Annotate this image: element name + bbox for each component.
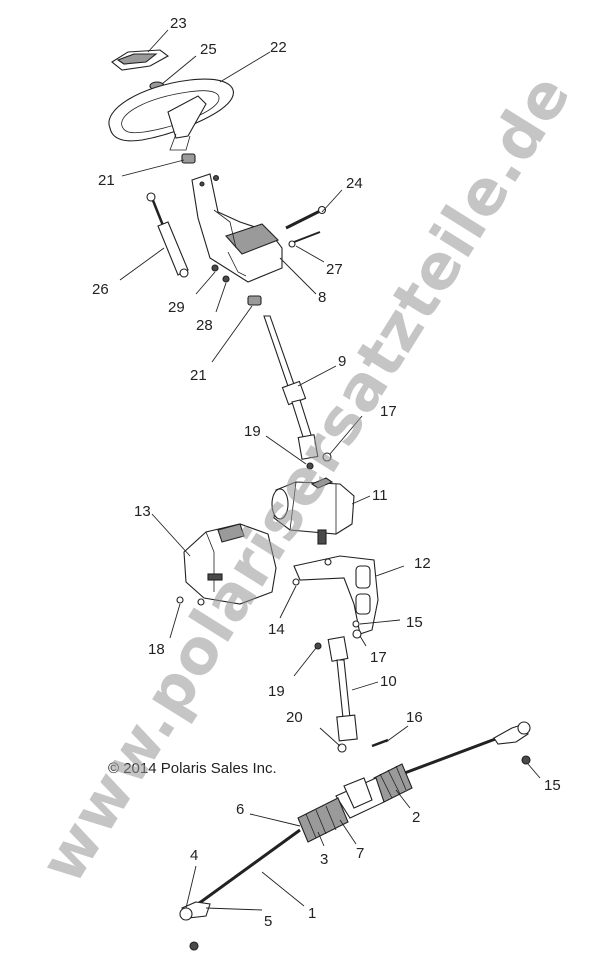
callout-4: 4: [190, 847, 198, 864]
callouts: 23 25 22 21 24 26 27 29 28 8 21 9 17 19 …: [92, 15, 561, 930]
copyright-notice: © 2014 Polaris Sales Inc.: [108, 760, 277, 777]
callout-19-upper: 19: [244, 423, 261, 440]
callout-26: 26: [92, 281, 109, 298]
part-27-bolt: [293, 231, 321, 243]
callout-24: 24: [346, 175, 363, 192]
callout-8: 8: [318, 289, 326, 306]
part-19-bolt-lower: [314, 642, 322, 650]
callout-20: 20: [286, 709, 303, 726]
part-15-bolt-left: [292, 578, 300, 586]
callout-29: 29: [168, 299, 185, 316]
part-17-nut-lower: [352, 629, 362, 639]
callout-10: 10: [380, 673, 397, 690]
callout-17-upper: 17: [380, 403, 397, 420]
callout-25: 25: [200, 41, 217, 58]
part-29-nut: [211, 264, 219, 272]
part-17-nut-upper: [322, 452, 332, 462]
part-10-lower-shaft: [327, 636, 358, 742]
callout-13: 13: [134, 503, 151, 520]
small-screw-2: [197, 598, 205, 606]
callout-23: 23: [170, 15, 187, 32]
part-8-column-bracket: [191, 173, 283, 283]
part-15-bolt-mid: [324, 558, 332, 566]
callout-17-lower: 17: [370, 649, 387, 666]
part-9-upper-shaft: [263, 315, 319, 460]
part-15-bolt-right: [352, 620, 360, 628]
part-16-bolt: [371, 738, 389, 748]
part-21-bushing-lower: [247, 295, 262, 306]
part-22-steering-wheel: [108, 78, 234, 151]
callout-28: 28: [196, 317, 213, 334]
part-12-mount-bracket: [293, 555, 379, 635]
callout-5: 5: [264, 913, 272, 930]
part-13-cover: [183, 523, 277, 605]
callout-15-right: 15: [406, 614, 423, 631]
part-2-steering-rack: [179, 721, 531, 921]
callout-6: 6: [236, 801, 244, 818]
callout-15-left: 14: [268, 621, 285, 638]
part-23-cover: [111, 49, 170, 71]
callout-9: 9: [338, 353, 346, 370]
callout-7: 7: [356, 845, 364, 862]
callout-22: 22: [270, 39, 287, 56]
part-28-nut: [222, 275, 230, 283]
callout-27: 27: [326, 261, 343, 278]
callout-12: 12: [414, 555, 431, 572]
callout-11: 11: [372, 487, 388, 504]
callout-2: 2: [412, 809, 420, 826]
callout-14: 15: [544, 777, 561, 794]
part-24-long-bolt: [285, 205, 327, 230]
left-tie-rod-nut: [189, 941, 199, 951]
leader-lines: [119, 29, 541, 911]
part-11-eps-unit: [271, 477, 355, 545]
callout-1: 1: [308, 905, 316, 922]
part-21-bushing-upper: [181, 153, 196, 164]
part-26-gas-strut: [146, 192, 189, 278]
part-19-bolt-upper: [306, 462, 314, 470]
part-14-nut: [521, 755, 531, 765]
part-27-bolt-head: [288, 240, 296, 248]
callout-19-lower: 19: [268, 683, 285, 700]
part-18-screw: [176, 596, 184, 604]
callout-16: 16: [406, 709, 423, 726]
callout-3: 3: [320, 851, 328, 868]
small-screw: [212, 174, 220, 182]
callout-18: 18: [148, 641, 165, 658]
callout-21-lower: 21: [190, 367, 207, 384]
callout-21-upper: 21: [98, 172, 115, 189]
